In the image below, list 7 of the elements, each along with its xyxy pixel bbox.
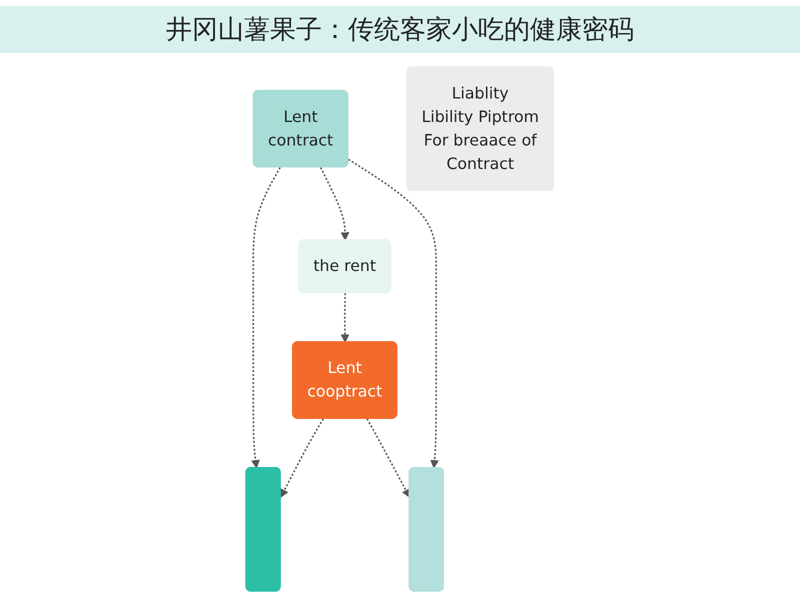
title-banner: 井冈山薯果子：传统客家小吃的健康密码 (0, 6, 800, 53)
arrow (341, 293, 350, 343)
arrow (366, 418, 410, 498)
arrow (280, 418, 324, 498)
arrow (320, 167, 350, 241)
arrow (348, 158, 440, 468)
arrow (252, 167, 282, 468)
